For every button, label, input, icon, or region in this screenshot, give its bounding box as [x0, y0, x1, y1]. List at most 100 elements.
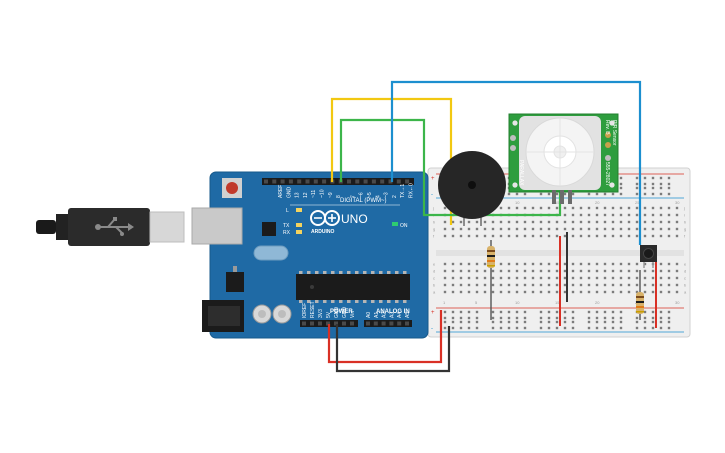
analog-pin[interactable]: [373, 321, 378, 326]
breadboard-hole[interactable]: [507, 234, 511, 238]
rail-hole[interactable]: [443, 316, 447, 320]
rail-hole[interactable]: [451, 310, 455, 314]
header-pin[interactable]: [347, 179, 351, 184]
header-pin[interactable]: [272, 179, 277, 184]
rail-hole[interactable]: [563, 316, 567, 320]
rail-hole[interactable]: [451, 320, 455, 324]
rail-hole[interactable]: [587, 310, 591, 314]
breadboard-hole[interactable]: [611, 220, 615, 224]
breadboard-hole[interactable]: [667, 206, 671, 210]
breadboard-hole[interactable]: [507, 269, 511, 273]
rail-hole[interactable]: [635, 176, 639, 180]
breadboard-hole[interactable]: [635, 262, 639, 266]
breadboard-hole[interactable]: [459, 234, 463, 238]
rail-hole[interactable]: [507, 320, 511, 324]
breadboard-hole[interactable]: [603, 206, 607, 210]
breadboard-hole[interactable]: [467, 269, 471, 273]
breadboard-hole[interactable]: [603, 283, 607, 287]
breadboard-hole[interactable]: [587, 283, 591, 287]
breadboard-hole[interactable]: [459, 290, 463, 294]
breadboard-hole[interactable]: [619, 269, 623, 273]
wire-blue[interactable]: [390, 80, 642, 245]
rail-hole[interactable]: [587, 316, 591, 320]
breadboard-hole[interactable]: [507, 283, 511, 287]
rail-hole[interactable]: [603, 320, 607, 324]
breadboard-hole[interactable]: [523, 262, 527, 266]
breadboard-hole[interactable]: [595, 206, 599, 210]
breadboard-hole[interactable]: [443, 262, 447, 266]
breadboard-hole[interactable]: [451, 269, 455, 273]
rail-hole[interactable]: [523, 310, 527, 314]
breadboard-hole[interactable]: [555, 234, 559, 238]
breadboard-hole[interactable]: [571, 269, 575, 273]
breadboard-hole[interactable]: [675, 290, 679, 294]
rail-hole[interactable]: [595, 316, 599, 320]
breadboard-hole[interactable]: [475, 290, 479, 294]
rail-hole[interactable]: [475, 310, 479, 314]
breadboard-hole[interactable]: [587, 262, 591, 266]
rail-hole[interactable]: [563, 326, 567, 330]
breadboard-hole[interactable]: [443, 220, 447, 224]
breadboard-hole[interactable]: [531, 262, 535, 266]
breadboard-hole[interactable]: [515, 206, 519, 210]
breadboard-hole[interactable]: [579, 227, 583, 231]
breadboard-hole[interactable]: [523, 276, 527, 280]
rail-hole[interactable]: [619, 316, 623, 320]
breadboard-hole[interactable]: [659, 290, 663, 294]
breadboard-hole[interactable]: [515, 262, 519, 266]
breadboard-hole[interactable]: [595, 290, 599, 294]
rail-hole[interactable]: [459, 320, 463, 324]
breadboard-hole[interactable]: [483, 269, 487, 273]
breadboard-hole[interactable]: [643, 283, 647, 287]
rail-hole[interactable]: [635, 192, 639, 196]
breadboard-hole[interactable]: [667, 276, 671, 280]
header-pin[interactable]: [297, 179, 302, 184]
breadboard-hole[interactable]: [459, 227, 463, 231]
breadboard-hole[interactable]: [611, 269, 615, 273]
power-pin[interactable]: [350, 321, 354, 326]
breadboard-hole[interactable]: [491, 269, 495, 273]
breadboard-hole[interactable]: [659, 213, 663, 217]
breadboard-hole[interactable]: [603, 290, 607, 294]
header-pin[interactable]: [264, 179, 268, 184]
rail-hole[interactable]: [667, 186, 671, 190]
rail-hole[interactable]: [555, 326, 559, 330]
rail-hole[interactable]: [651, 176, 655, 180]
breadboard-hole[interactable]: [539, 227, 543, 231]
resistor-1[interactable]: [487, 240, 495, 320]
breadboard-hole[interactable]: [595, 276, 599, 280]
breadboard-hole[interactable]: [595, 262, 599, 266]
breadboard-hole[interactable]: [595, 220, 599, 224]
breadboard-hole[interactable]: [475, 276, 479, 280]
breadboard-hole[interactable]: [491, 290, 495, 294]
breadboard-hole[interactable]: [451, 262, 455, 266]
breadboard-hole[interactable]: [467, 262, 471, 266]
breadboard-hole[interactable]: [483, 227, 487, 231]
breadboard-hole[interactable]: [499, 262, 503, 266]
breadboard-hole[interactable]: [563, 290, 567, 294]
rail-hole[interactable]: [491, 316, 495, 320]
breadboard-hole[interactable]: [667, 262, 671, 266]
breadboard-hole[interactable]: [627, 283, 631, 287]
breadboard-hole[interactable]: [563, 283, 567, 287]
breadboard-hole[interactable]: [507, 262, 511, 266]
rail-hole[interactable]: [603, 310, 607, 314]
header-pin[interactable]: [405, 179, 410, 184]
rail-hole[interactable]: [619, 186, 623, 190]
breadboard-hole[interactable]: [467, 283, 471, 287]
rail-hole[interactable]: [539, 326, 543, 330]
breadboard-hole[interactable]: [619, 220, 623, 224]
breadboard-hole[interactable]: [627, 206, 631, 210]
rail-hole[interactable]: [611, 326, 615, 330]
breadboard-hole[interactable]: [627, 234, 631, 238]
breadboard-hole[interactable]: [499, 220, 503, 224]
breadboard-hole[interactable]: [563, 227, 567, 231]
breadboard-hole[interactable]: [571, 206, 575, 210]
breadboard-hole[interactable]: [587, 206, 591, 210]
breadboard-hole[interactable]: [539, 276, 543, 280]
breadboard-hole[interactable]: [579, 234, 583, 238]
rail-hole[interactable]: [515, 326, 519, 330]
rail-hole[interactable]: [659, 320, 663, 324]
breadboard-hole[interactable]: [643, 220, 647, 224]
breadboard-hole[interactable]: [499, 283, 503, 287]
